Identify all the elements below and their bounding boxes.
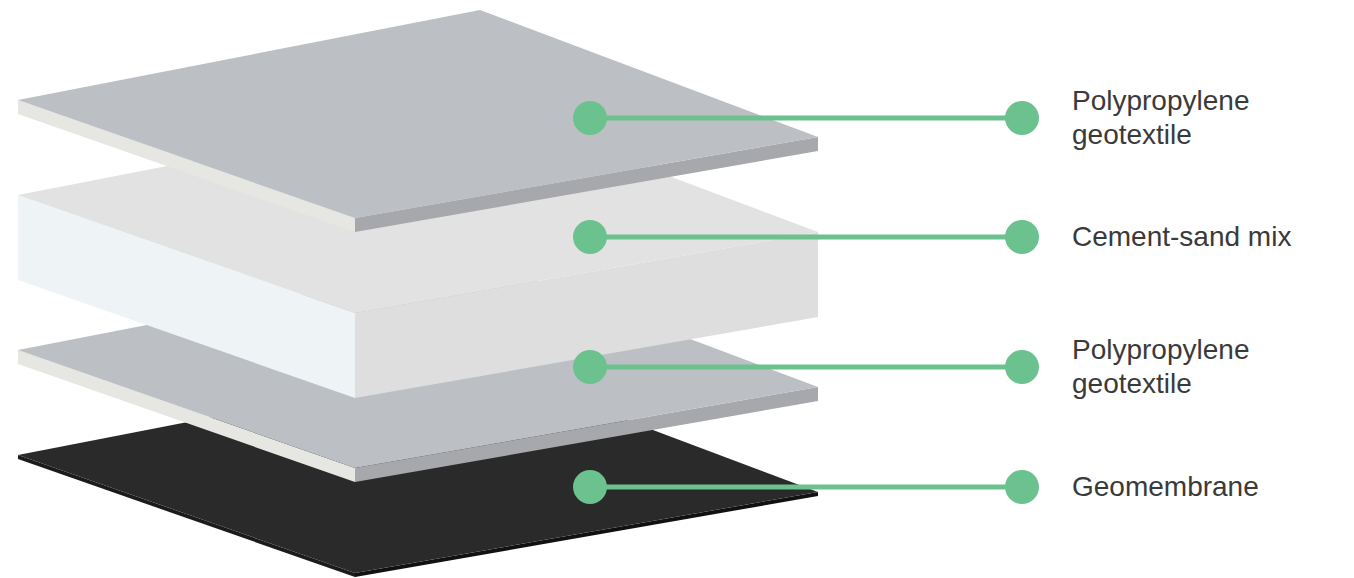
leader-line	[573, 220, 1039, 254]
leader-dot	[1005, 470, 1039, 504]
leader-line	[590, 365, 1022, 370]
leader-dot	[573, 350, 607, 384]
leader-dot	[1005, 101, 1039, 135]
layer-label: Polypropylene geotextile	[1072, 84, 1322, 152]
leader-dot	[1005, 350, 1039, 384]
leader-dot	[1005, 220, 1039, 254]
leader-line	[590, 235, 1022, 240]
leader-dot	[573, 470, 607, 504]
leader-line	[590, 485, 1022, 490]
leader-line	[573, 470, 1039, 504]
leader-line	[590, 116, 1022, 121]
leader-line	[573, 350, 1039, 384]
upper-geotextile-layer	[18, 10, 818, 232]
layer-label: Geomembrane	[1072, 470, 1322, 504]
leader-dot	[573, 220, 607, 254]
leader-line	[573, 101, 1039, 135]
leader-dot	[573, 101, 607, 135]
layer-label: Cement-sand mix	[1072, 220, 1322, 254]
leader-lines	[573, 101, 1039, 504]
layer-label: Polypropylene geotextile	[1072, 333, 1322, 401]
